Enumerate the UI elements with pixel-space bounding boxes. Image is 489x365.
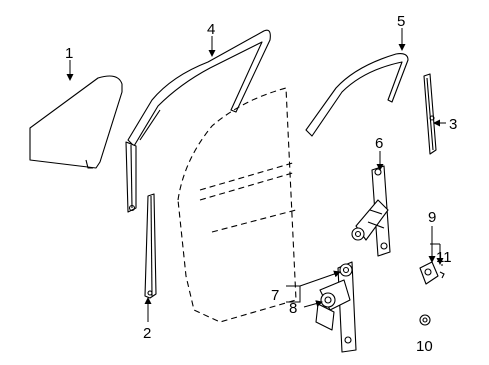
regulator-clip [419, 261, 445, 285]
upper-window-regulator [351, 165, 391, 257]
lower-window-regulator [315, 261, 357, 353]
door-glass [29, 75, 123, 169]
callout-4: 4 [207, 21, 215, 38]
callout-2: 2 [143, 325, 151, 342]
callout-8: 8 [289, 300, 297, 317]
leader-lines [66, 28, 446, 322]
callout-9: 9 [428, 209, 436, 226]
callout-10: 10 [416, 338, 433, 355]
rear-run-channel [423, 73, 437, 155]
callout-6: 6 [375, 135, 383, 152]
callout-7: 7 [271, 287, 279, 304]
callout-1: 1 [65, 45, 73, 62]
lower-run-channel [144, 193, 157, 299]
frame-weatherstrip [125, 29, 271, 213]
callout-3: 3 [449, 116, 457, 133]
grommet [419, 314, 431, 326]
callout-labels: 1 2 3 4 5 6 7 8 9 10 11 [65, 13, 457, 355]
callout-5: 5 [397, 13, 405, 30]
callout-11: 11 [436, 249, 452, 266]
outer-weatherstrip [305, 53, 409, 137]
door-shell [177, 87, 297, 323]
